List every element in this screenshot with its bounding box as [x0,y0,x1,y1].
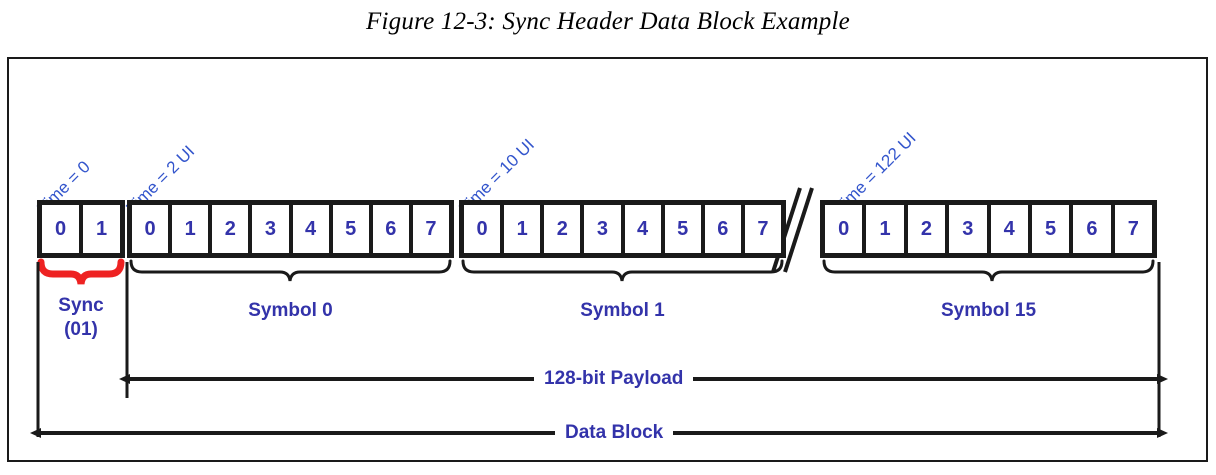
symbol-0-bit-row: 0 1 2 3 4 5 6 7 [127,200,454,258]
sync-bit-row: 0 1 [37,200,125,258]
bit-cell: 7 [1114,205,1152,253]
symbol-0-brace [129,259,452,282]
figure-title: Figure 12-3: Sync Header Data Block Exam… [366,8,850,35]
bit-cell: 4 [990,205,1028,253]
break-symbol-icon [771,187,814,273]
bit-cell: 7 [412,205,449,253]
bit-cell: 3 [949,205,987,253]
symbol-15-label: Symbol 15 [940,300,1037,321]
bit-cell: 1 [172,205,209,253]
symbol-1-bit-row: 0 1 2 3 4 5 6 7 [459,200,786,258]
bit-cell: 4 [624,205,661,253]
symbol-15-bit-row: 0 1 2 3 4 5 6 7 [820,200,1157,258]
bit-cell: 1 [504,205,541,253]
symbol-1-brace [461,259,784,282]
bit-cell: 3 [584,205,621,253]
bit-cell: 0 [132,205,169,253]
bit-cell: 2 [544,205,581,253]
sync-label-line1: Sync [58,295,104,316]
bit-cell: 2 [907,205,946,253]
sync-label-line2: (01) [64,318,98,340]
sync-group-label: Sync (01) [37,294,125,342]
sync-brace [37,258,125,285]
bit-cell: 5 [664,205,701,253]
symbol-1-label: Symbol 1 [580,300,665,321]
bit-cell: 0 [464,205,501,253]
bit-cell: 1 [866,205,904,253]
bit-cell: 2 [212,205,249,253]
bit-cell: 0 [825,205,863,253]
bit-cell: 6 [372,205,409,253]
bit-cell: 6 [1073,205,1111,253]
bit-cell: 5 [332,205,369,253]
sync-bit-cell: 1 [83,205,120,253]
payload-span-label: 128-bit Payload [534,368,694,390]
bit-cell: 4 [292,205,329,253]
datablock-span-label: Data Block [555,422,674,444]
bit-cell: 7 [744,205,781,253]
symbol-15-brace [822,259,1155,282]
bit-cell: 3 [252,205,289,253]
symbol-0-label: Symbol 0 [248,300,333,321]
figure-frame [7,57,1208,462]
bit-cell: 6 [704,205,741,253]
bit-cell: 5 [1031,205,1070,253]
sync-bit-cell: 0 [42,205,79,253]
